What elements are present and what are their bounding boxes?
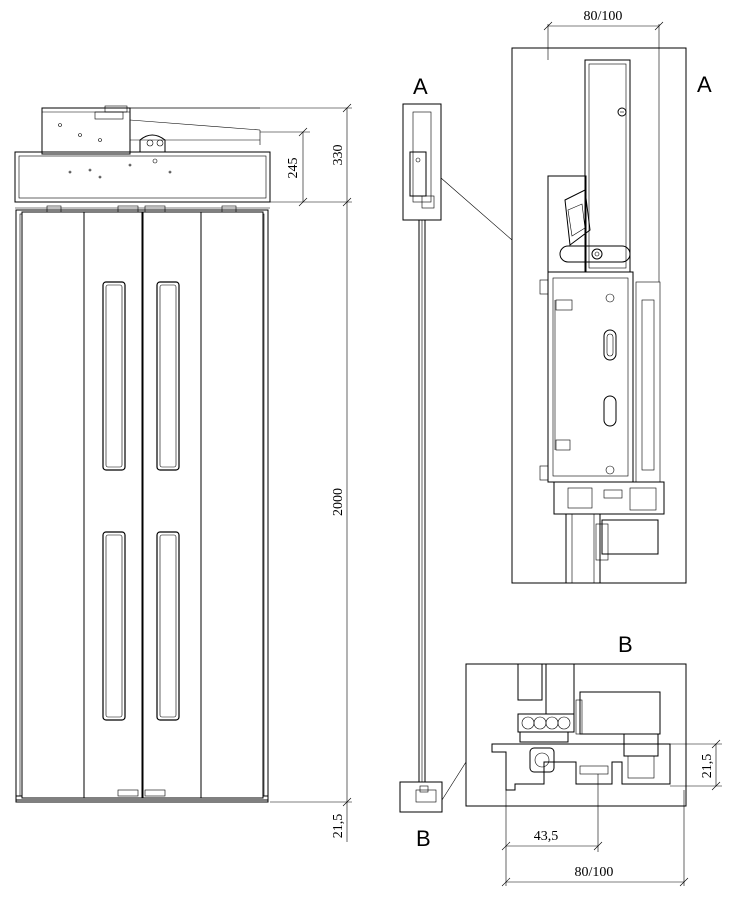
dim-door-height: 2000 (331, 488, 346, 516)
vision-panel (156, 281, 180, 471)
vision-panel (102, 281, 126, 471)
door-panel-1 (21, 211, 85, 799)
dim-detail-b-height: 21,5 (700, 754, 715, 779)
door-panel-4 (200, 211, 264, 799)
dim-header-height: 245 (286, 158, 301, 179)
detail-b-frame (465, 663, 687, 807)
dim-floor-gap: 21,5 (331, 814, 346, 839)
detail-b-label: B (618, 632, 633, 657)
sill-profile (491, 743, 671, 791)
section-a-label: A (413, 74, 428, 99)
dim-detail-a-width: 80/100 (584, 9, 623, 24)
side-section: A B (399, 74, 513, 851)
operator-box (41, 107, 131, 155)
dim-top-total: 330 (331, 145, 346, 166)
header-frame (14, 151, 271, 203)
section-b-label: B (416, 826, 431, 851)
dim-detail-b-offset: 43,5 (534, 829, 559, 844)
detail-b: B 21,5 43,5 8 (465, 632, 722, 887)
front-view (14, 105, 271, 803)
front-dimensions: 245 330 2000 21,5 (130, 103, 352, 842)
vision-panel (102, 531, 126, 721)
section-b-box (399, 781, 443, 813)
dim-detail-b-width: 80/100 (575, 865, 614, 880)
vision-panel (156, 531, 180, 721)
detail-a-label: A (697, 72, 712, 97)
detail-a: 80/100 A (511, 9, 712, 584)
door-frame (15, 209, 269, 801)
